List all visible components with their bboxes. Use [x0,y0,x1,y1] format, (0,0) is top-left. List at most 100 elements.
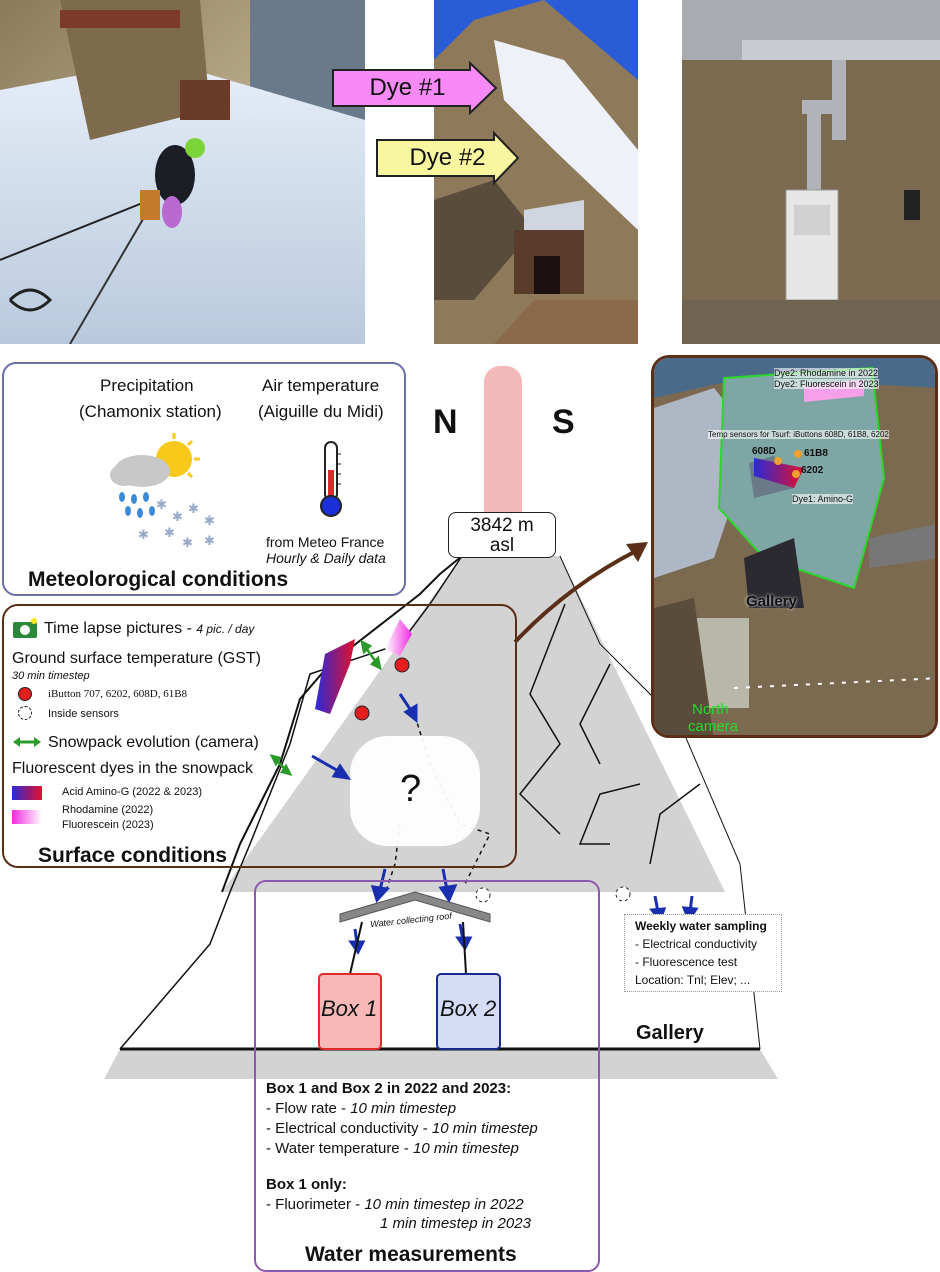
elevation-unit: asl [489,535,515,556]
elevation-value: 3842 m [470,515,534,536]
north-label: N [433,403,458,441]
svg-text:✱: ✱ [188,502,199,517]
water-panel [254,880,600,1272]
air-title: Air temperature [262,376,380,395]
amino-legend-swatch [12,786,42,800]
weather-icon: ✱✱✱✱ ✱✱✱✱ [110,433,215,551]
water-temp-label: - Water temperature - [266,1140,413,1157]
ibutton-sensor-1 [394,657,410,673]
box-2-label: Box 2 [440,996,497,1021]
elevation-label: 3842 m asl [448,512,556,558]
dye1-label: Dye #1 [369,74,446,101]
inset-temp-sensors: Temp sensors for Tsurf: iButtons 608D, 6… [708,430,889,439]
water-temp-step: 10 min timestep [412,1140,519,1157]
meteo-frequency: Hourly & Daily data [266,550,386,566]
snowpack-legend-icon [13,737,41,747]
gst-label: Ground surface temperature (GST) [12,650,261,667]
sampling-title: Weekly water sampling [635,919,767,933]
inset-north-camera-1: North [692,701,729,718]
inside-sensor-legend-icon [18,706,32,720]
surface-panel-title: Surface conditions [38,844,228,867]
water-flow: - Flow rate - 10 min timestep [266,1100,456,1117]
unknown-zone [350,736,480,846]
svg-text:✱: ✱ [204,514,215,529]
water-fluor-step-2: 1 min timestep in 2023 [380,1215,531,1232]
precip-station: (Chamonix station) [79,402,222,421]
svg-text:✱: ✱ [164,526,175,541]
inset-sensor-6202: 6202 [801,465,824,476]
timelapse-text: Time lapse pictures - 4 pic. / day [44,620,254,638]
svg-text:✱: ✱ [182,536,193,551]
precip-title: Precipitation [100,376,194,395]
gst-timestep: 30 min timestep [12,670,90,682]
sampling-item-1: - Electrical conductivity [635,937,758,951]
water-panel-title: Water measurements [305,1243,517,1266]
summit-pillar [484,366,522,546]
inset-photo-illustration [654,358,935,735]
mountain-base [104,1049,778,1079]
water-fluor-label: - Fluorimeter - [266,1196,365,1213]
water-ec-label: - Electrical conductivity - [266,1120,432,1137]
dyes-legend-title: Fluorescent dyes in the snowpack [12,760,254,777]
inset-sensor-608d: 608D [752,446,776,457]
south-label: S [552,403,575,441]
thermometer-icon [320,441,342,517]
inset-pointer-line [513,547,641,644]
photo-left-illustration [0,0,365,344]
water-fluor: - Fluorimeter - 10 min timestep in 2022 [266,1196,524,1213]
inset-pointer-head [626,542,648,562]
photo-right [682,0,940,344]
camera-icon [13,618,37,638]
photo-left [0,0,365,344]
inset-dye2-fluorescein: Dye2: Fluorescein in 2023 [774,379,879,389]
ibutton-legend-icon [18,687,32,701]
inset-photo: Dye2: Rhodamine in 2022 Dye2: Fluorescei… [651,355,938,738]
inset-north-camera-2: camera [688,718,739,735]
snowpack-legend-text: Snowpack evolution (camera) [48,734,259,751]
timelapse-label: Time lapse pictures - [44,620,197,637]
mountain-body [222,556,725,892]
box-1-label: Box 1 [321,996,378,1021]
gallery-label: Gallery [636,1022,704,1044]
meteo-source: from Meteo France [266,534,385,550]
inset-gallery-label: Gallery [746,593,797,610]
svg-text:✱: ✱ [138,528,149,543]
unknown-label: ? [400,768,422,810]
sampling-item-2: - Fluorescence test [635,955,738,969]
air-station: (Aiguille du Midi) [258,402,384,421]
ibutton-sensor-2 [354,705,370,721]
rhodamine-legend-swatch [12,810,42,824]
dye2-arrow [376,130,520,186]
water-temp: - Water temperature - 10 min timestep [266,1140,519,1157]
water-ec: - Electrical conductivity - 10 min times… [266,1120,538,1137]
water-fluor-step-1: 10 min timestep in 2022 [364,1196,524,1213]
ibutton-legend-text: iButton 707, 6202, 608D, 61B8 [48,688,188,700]
box-2-shape [436,973,501,1050]
water-heading-2: Box 1 only: [266,1176,347,1193]
svg-text:✱: ✱ [204,534,215,549]
amino-dye-streak [315,639,355,714]
timelapse-rate: 4 pic. / day [196,622,255,636]
inset-dye1: Dye1: Amino-G [792,494,854,504]
pink-dye-streak [385,619,412,656]
surface-panel: Time lapse pictures - 4 pic. / day Groun… [2,604,517,868]
dye2-label: Dye #2 [409,144,486,171]
amino-legend-text: Acid Amino-G (2022 & 2023) [62,786,203,798]
rhodamine-legend-text: Rhodamine (2022) [62,804,154,816]
water-ec-step: 10 min timestep [431,1120,538,1137]
water-flow-step: 10 min timestep [350,1100,457,1117]
inside-sensor-legend-text: Inside sensors [48,708,119,720]
water-heading-1: Box 1 and Box 2 in 2022 and 2023: [266,1080,512,1097]
snowpack-arrows [269,639,382,776]
photo-right-illustration [682,0,940,344]
dye1-arrow [332,60,498,116]
svg-text:✱: ✱ [156,498,167,513]
meteo-panel: Precipitation (Chamonix station) Air tem… [2,362,406,596]
fluorescein-legend-text: Fluorescein (2023) [62,819,154,831]
inside-sensor-2 [615,886,631,902]
sampling-note: Weekly water sampling - Electrical condu… [624,914,782,992]
dye-arrows [332,60,520,186]
meteo-panel-title: Meteolorogical conditions [28,568,289,591]
inset-dye2-rhodamine: Dye2: Rhodamine in 2022 [774,368,879,378]
sampling-item-3: Location: Tnl; Elev; ... [635,973,751,987]
